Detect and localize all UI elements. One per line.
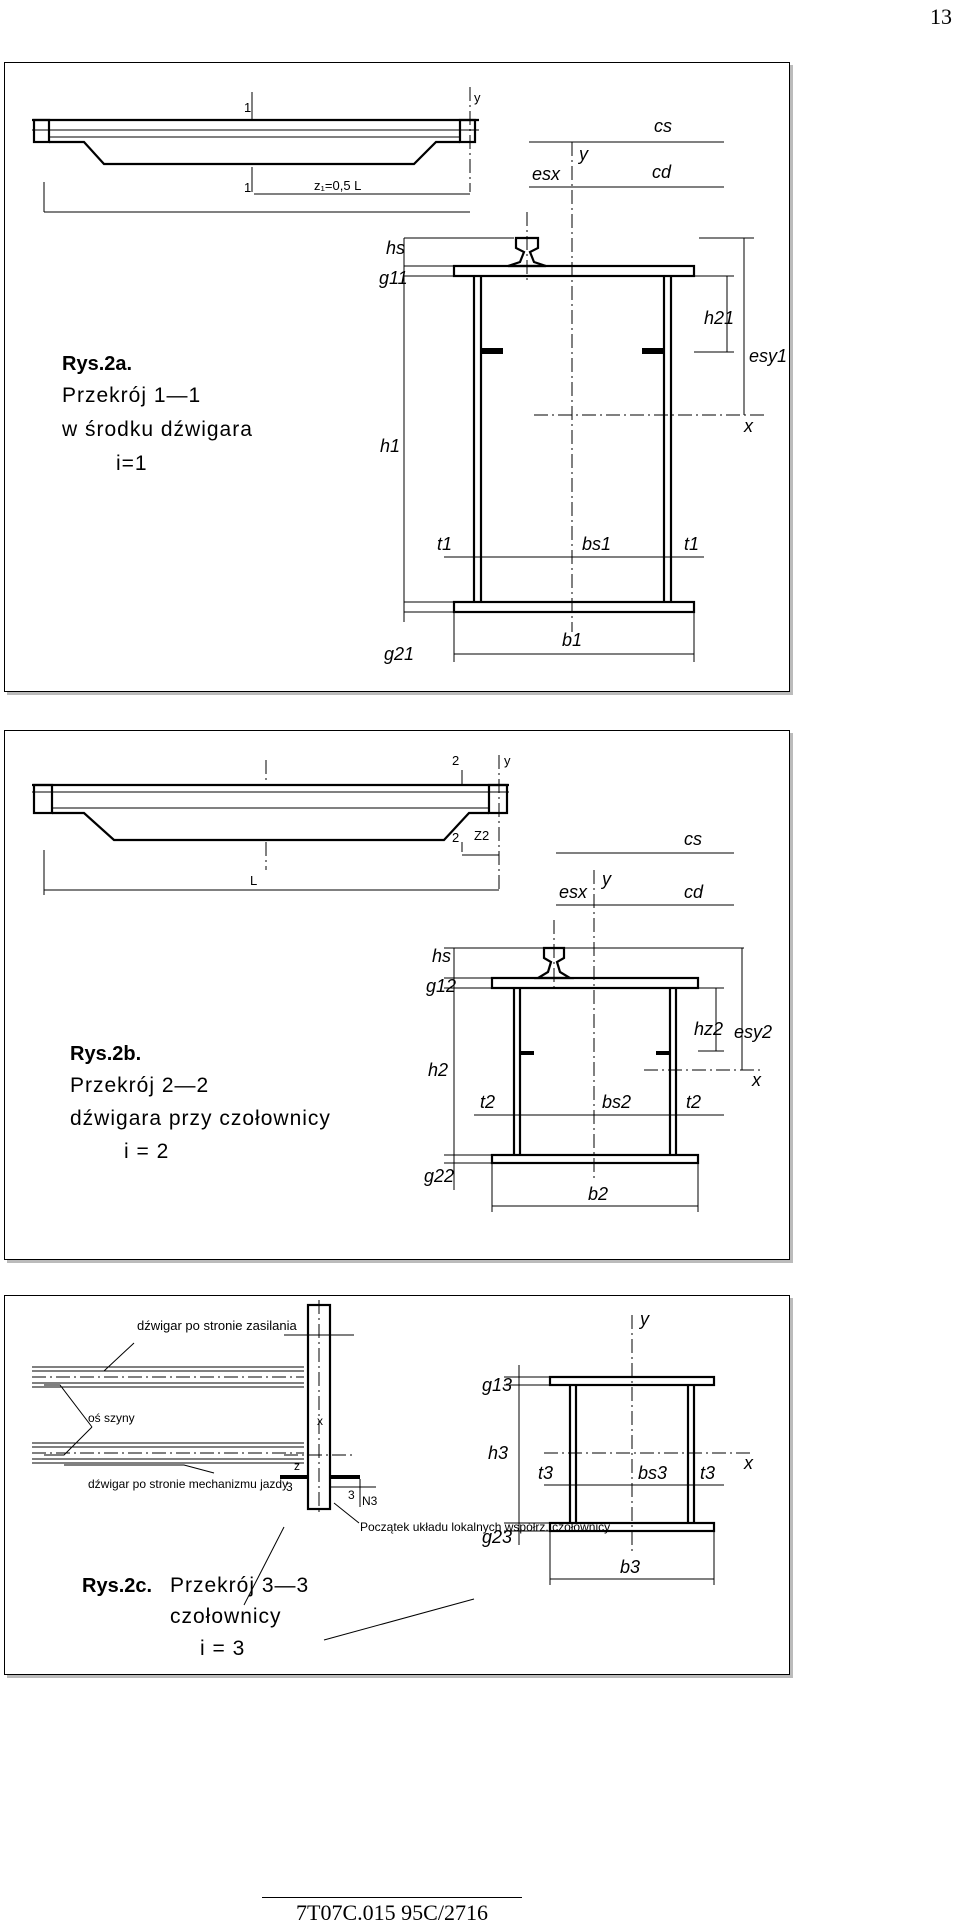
elevation-y-label: y — [504, 753, 511, 768]
label-t1-left: t1 — [437, 534, 452, 554]
label-hz2: hz2 — [694, 1019, 723, 1039]
plan-x-label: x — [317, 1414, 323, 1428]
label-b1: b1 — [562, 630, 582, 650]
span-label: L — [250, 873, 257, 888]
cross-section-3 — [504, 1315, 754, 1585]
panel-border — [4, 62, 790, 692]
plan-view — [32, 1300, 475, 1641]
label-g23: g23 — [482, 1527, 512, 1547]
label-esx: esx — [532, 164, 561, 184]
figure-rys-2b: 2 2 Z2 L y cs cd esx y x hs g1 — [4, 730, 790, 1260]
caption-line-2: dźwigara przy czołownicy — [70, 1107, 331, 1130]
label-cd: cd — [684, 882, 704, 902]
label-t1-right: t1 — [684, 534, 699, 554]
label-x: x — [743, 1453, 754, 1473]
figure-rys-2c: dźwigar po stronie zasilania oś szyny dź… — [4, 1295, 790, 1675]
section-mark-right: 3 — [348, 1488, 355, 1502]
n3-label: N3 — [362, 1494, 378, 1508]
label-bs3: bs3 — [638, 1463, 667, 1483]
caption-line-3: i = 3 — [200, 1637, 245, 1660]
label-esx: esx — [559, 882, 588, 902]
label-y: y — [638, 1309, 650, 1329]
label-y: y — [600, 869, 612, 889]
label-hs: hs — [386, 238, 405, 258]
page-number: 13 — [930, 4, 952, 29]
label-g13: g13 — [482, 1375, 512, 1395]
note-girder-supply: dźwigar po stronie zasilania — [137, 1318, 297, 1333]
label-x: x — [743, 416, 754, 436]
figure-rys-2a: 1 1 z₁=0,5 L y — [4, 62, 790, 692]
label-x: x — [751, 1070, 762, 1090]
section-mark-bottom: 1 — [244, 180, 251, 195]
label-b2: b2 — [588, 1184, 608, 1204]
plan-z-label: z — [294, 1459, 300, 1473]
label-cs: cs — [654, 116, 672, 136]
label-cs: cs — [684, 829, 702, 849]
label-t2-right: t2 — [686, 1092, 701, 1112]
caption-title: Rys.2a. — [62, 353, 132, 375]
label-g11: g11 — [379, 268, 408, 288]
label-hs: hs — [432, 946, 451, 966]
label-cd: cd — [652, 162, 672, 182]
panel-border — [4, 730, 790, 1260]
elevation-y-label: y — [474, 90, 481, 105]
panel-border — [4, 1295, 790, 1675]
caption-line-1: Przekrój 1—1 — [62, 384, 201, 407]
label-t3-right: t3 — [700, 1463, 715, 1483]
label-h2: h2 — [428, 1060, 448, 1080]
document-footer: 7T07C.015 95C/2716 — [262, 1897, 522, 1926]
label-g22: g22 — [424, 1166, 454, 1186]
cross-section-2 — [444, 852, 764, 1212]
caption-line-2: w środku dźwigara — [61, 418, 253, 441]
label-esy1: esy1 — [749, 346, 787, 366]
label-t3-left: t3 — [538, 1463, 553, 1483]
label-h21: h21 — [704, 308, 734, 328]
caption-line-1: Przekrój 3—3 — [170, 1574, 309, 1597]
section-mark-bottom: 2 — [452, 830, 459, 845]
label-h1: h1 — [380, 436, 400, 456]
figure-rys-2b-drawing: 2 2 Z2 L y cs cd esx y x hs g1 — [4, 730, 790, 1260]
note-rail-axis: oś szyny — [88, 1411, 135, 1425]
label-g12: g12 — [426, 976, 456, 996]
label-h3: h3 — [488, 1443, 508, 1463]
caption-line-3: i = 2 — [124, 1140, 169, 1163]
section-mark-top: 2 — [452, 753, 459, 768]
cross-section-1 — [403, 141, 764, 662]
section-mark-top: 1 — [244, 100, 251, 115]
caption-line-2: czołownicy — [170, 1605, 282, 1628]
label-y: y — [577, 144, 589, 164]
section-mark-left: 3 — [286, 1480, 293, 1494]
girder-elevation — [32, 755, 509, 895]
label-bs2: bs2 — [602, 1092, 631, 1112]
label-t2-left: t2 — [480, 1092, 495, 1112]
label-b3: b3 — [620, 1557, 640, 1577]
z1-label: z₁=0,5 L — [314, 178, 361, 193]
caption-title: Rys.2b. — [70, 1043, 141, 1065]
z2-label: Z2 — [474, 828, 489, 843]
caption-title: Rys.2c. — [82, 1575, 152, 1597]
label-esy2: esy2 — [734, 1022, 772, 1042]
figure-rys-2c-drawing: dźwigar po stronie zasilania oś szyny dź… — [4, 1295, 790, 1675]
caption-line-1: Przekrój 2—2 — [70, 1074, 209, 1097]
girder-elevation — [32, 87, 479, 213]
figure-rys-2a-drawing: 1 1 z₁=0,5 L y — [4, 62, 790, 692]
caption-line-3: i=1 — [116, 452, 148, 475]
label-bs1: bs1 — [582, 534, 611, 554]
label-g21: g21 — [384, 644, 414, 664]
note-girder-drive: dźwigar po stronie mechanizmu jazdy — [88, 1477, 288, 1491]
